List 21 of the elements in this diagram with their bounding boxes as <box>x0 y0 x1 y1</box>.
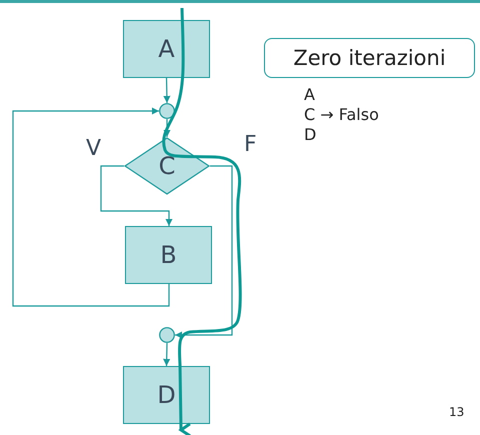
title-box <box>264 38 475 78</box>
branch-label: F <box>244 132 257 157</box>
connector-arrow <box>12 107 170 307</box>
process-box <box>123 20 210 78</box>
node-label: A <box>158 35 175 63</box>
connector-arrow <box>163 119 171 137</box>
connector-arrow <box>163 78 170 104</box>
node-label: Zero iterazioni <box>293 46 446 70</box>
node-label: C <box>158 152 176 180</box>
connector-arrow <box>175 165 233 339</box>
trace-step: A <box>304 85 315 104</box>
process-box <box>125 226 212 284</box>
connector-arrow <box>100 165 173 226</box>
page-number: 13 <box>449 405 464 419</box>
connector-arrow <box>163 342 170 366</box>
node-label: D <box>157 381 176 409</box>
trace-step: D <box>304 125 316 144</box>
trace-step: C → Falso <box>304 105 379 124</box>
node-label: B <box>160 241 177 269</box>
process-box <box>123 366 210 424</box>
branch-label: V <box>86 136 102 161</box>
